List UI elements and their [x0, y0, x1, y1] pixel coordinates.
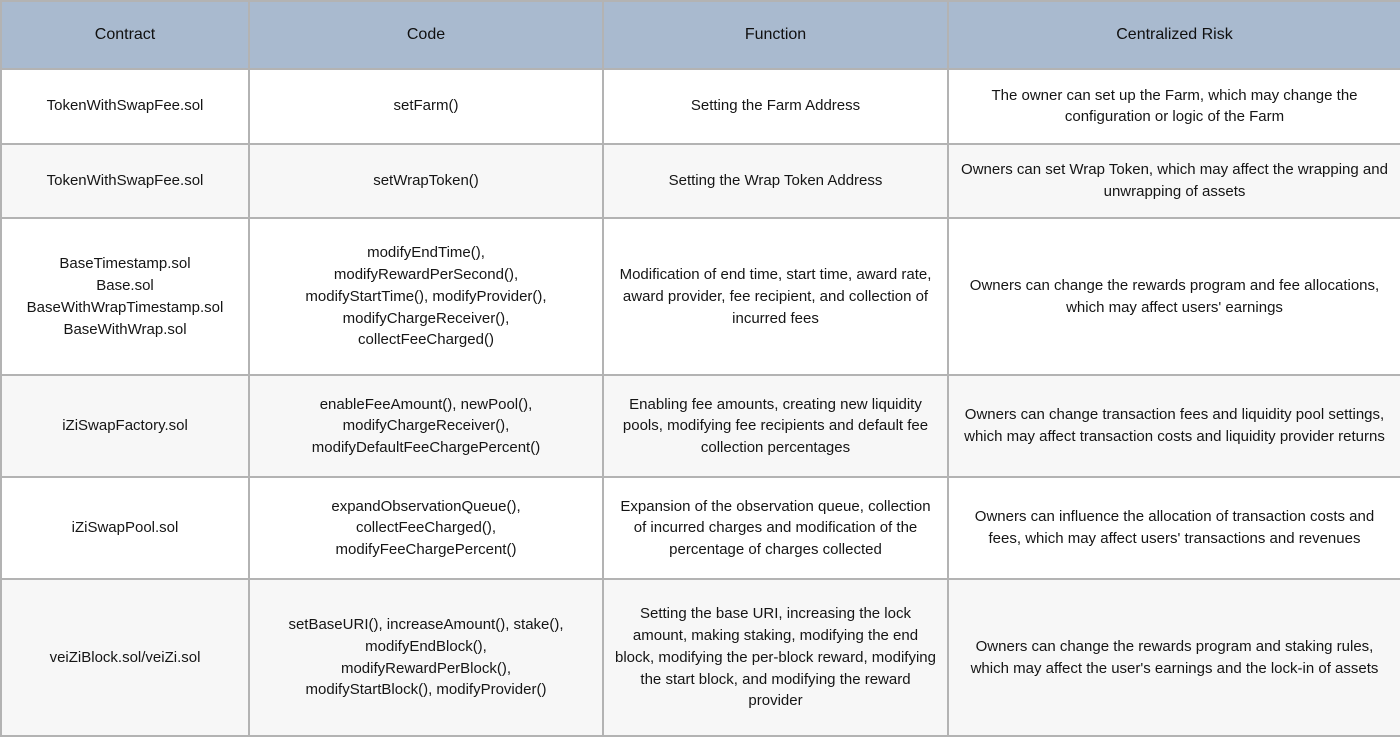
cell-contract: iZiSwapFactory.sol [0, 374, 250, 479]
table-row: iZiSwapFactory.sol enableFeeAmount(), ne… [0, 374, 1400, 479]
cell-code: expandObservationQueue(), collectFeeChar… [248, 476, 604, 581]
cell-risk-text: Owners can set Wrap Token, which may aff… [961, 161, 1388, 201]
cell-risk: Owners can influence the allocation of t… [947, 476, 1400, 581]
cell-risk-text: Owners can change the rewards program an… [969, 277, 1380, 316]
cell-contract-text: veiZiBlock.sol/veiZi.sol [49, 648, 201, 666]
table-header: Contract Code Function Centralized Risk [0, 0, 1400, 70]
table-row: BaseTimestamp.sol Base.sol BaseWithWrapT… [0, 217, 1400, 377]
cell-contract-text: TokenWithSwapFee.sol [46, 172, 204, 190]
cell-code: setFarm() [248, 68, 604, 145]
table-body: TokenWithSwapFee.sol setFarm() Setting t… [0, 68, 1400, 737]
cell-function-text: Setting the base URI, increasing the loc… [615, 605, 936, 710]
cell-risk: Owners can change transaction fees and l… [947, 374, 1400, 479]
cell-code-text: setBaseURI(), increaseAmount(), stake(),… [288, 616, 564, 699]
cell-code-text: expandObservationQueue(), collectFeeChar… [331, 497, 521, 559]
cell-contract: BaseTimestamp.sol Base.sol BaseWithWrapT… [0, 217, 250, 377]
cell-risk-text: Owners can change transaction fees and l… [964, 406, 1385, 446]
cell-function-text: Modification of end time, start time, aw… [619, 266, 932, 327]
column-header-contract: Contract [0, 0, 250, 70]
cell-code: modifyEndTime(), modifyRewardPerSecond()… [248, 217, 604, 377]
column-header-code: Code [248, 0, 604, 70]
cell-contract-text: TokenWithSwapFee.sol [46, 97, 204, 115]
cell-code-text: enableFeeAmount(), newPool(), modifyChar… [311, 395, 541, 457]
cell-code-text: setFarm() [393, 97, 459, 115]
cell-contract-text: iZiSwapFactory.sol [62, 417, 188, 435]
table-row: iZiSwapPool.sol expandObservationQueue()… [0, 476, 1400, 581]
column-header-function: Function [602, 0, 949, 70]
cell-contract-text: BaseTimestamp.sol Base.sol BaseWithWrapT… [26, 255, 224, 338]
cell-contract-text: iZiSwapPool.sol [71, 519, 179, 537]
cell-risk: Owners can change the rewards program an… [947, 217, 1400, 377]
cell-contract: TokenWithSwapFee.sol [0, 142, 250, 220]
cell-code: setWrapToken() [248, 142, 604, 220]
cell-contract: iZiSwapPool.sol [0, 476, 250, 581]
cell-code: setBaseURI(), increaseAmount(), stake(),… [248, 578, 604, 737]
cell-risk-text: Owners can change the rewards program an… [970, 637, 1379, 677]
cell-risk: The owner can set up the Farm, which may… [947, 68, 1400, 145]
table-header-row: Contract Code Function Centralized Risk [0, 0, 1400, 70]
table-row: veiZiBlock.sol/veiZi.sol setBaseURI(), i… [0, 578, 1400, 737]
cell-contract: TokenWithSwapFee.sol [0, 68, 250, 145]
cell-code-text: modifyEndTime(), modifyRewardPerSecond()… [305, 244, 547, 349]
cell-risk-text: Owners can influence the allocation of t… [974, 508, 1375, 548]
cell-code-text: setWrapToken() [373, 172, 479, 190]
cell-function-text: Enabling fee amounts, creating new liqui… [622, 395, 929, 457]
cell-contract: veiZiBlock.sol/veiZi.sol [0, 578, 250, 737]
cell-function-text: Setting the Wrap Token Address [668, 172, 883, 190]
cell-function: Enabling fee amounts, creating new liqui… [602, 374, 949, 479]
cell-function: Expansion of the observation queue, coll… [602, 476, 949, 581]
cell-function: Setting the base URI, increasing the loc… [602, 578, 949, 737]
table-row: TokenWithSwapFee.sol setWrapToken() Sett… [0, 142, 1400, 220]
cell-function: Setting the Wrap Token Address [602, 142, 949, 220]
cell-function-text: Expansion of the observation queue, coll… [620, 497, 931, 559]
cell-function: Setting the Farm Address [602, 68, 949, 145]
cell-risk: Owners can change the rewards program an… [947, 578, 1400, 737]
cell-function: Modification of end time, start time, aw… [602, 217, 949, 377]
cell-function-text: Setting the Farm Address [690, 97, 861, 115]
cell-code: enableFeeAmount(), newPool(), modifyChar… [248, 374, 604, 479]
table-row: TokenWithSwapFee.sol setFarm() Setting t… [0, 68, 1400, 145]
cell-risk-text: The owner can set up the Farm, which may… [991, 86, 1358, 126]
column-header-risk: Centralized Risk [947, 0, 1400, 70]
cell-risk: Owners can set Wrap Token, which may aff… [947, 142, 1400, 220]
